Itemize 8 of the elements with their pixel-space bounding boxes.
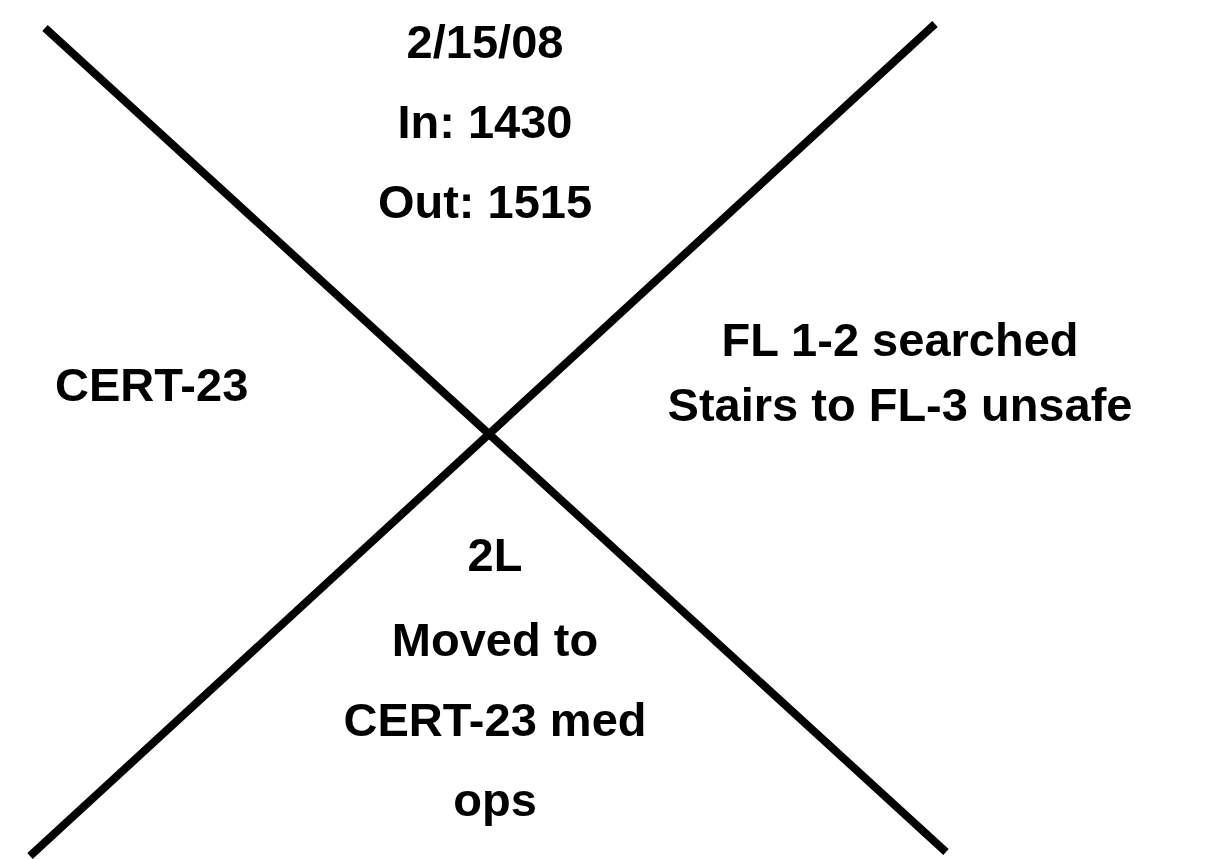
- marking-text: Stairs to FL-3 unsafe: [666, 377, 1134, 433]
- marking-text: Out: 1515: [376, 174, 594, 230]
- marking-text: FL 1-2 searched: [720, 312, 1080, 368]
- marking-text: Moved to CERT-23 med ops: [342, 612, 648, 828]
- marking-text: 2/15/08: [405, 14, 565, 70]
- marking-text: CERT-23: [55, 357, 250, 413]
- marking-text: In: 1430: [396, 94, 574, 150]
- marking-text: 2L: [466, 527, 524, 583]
